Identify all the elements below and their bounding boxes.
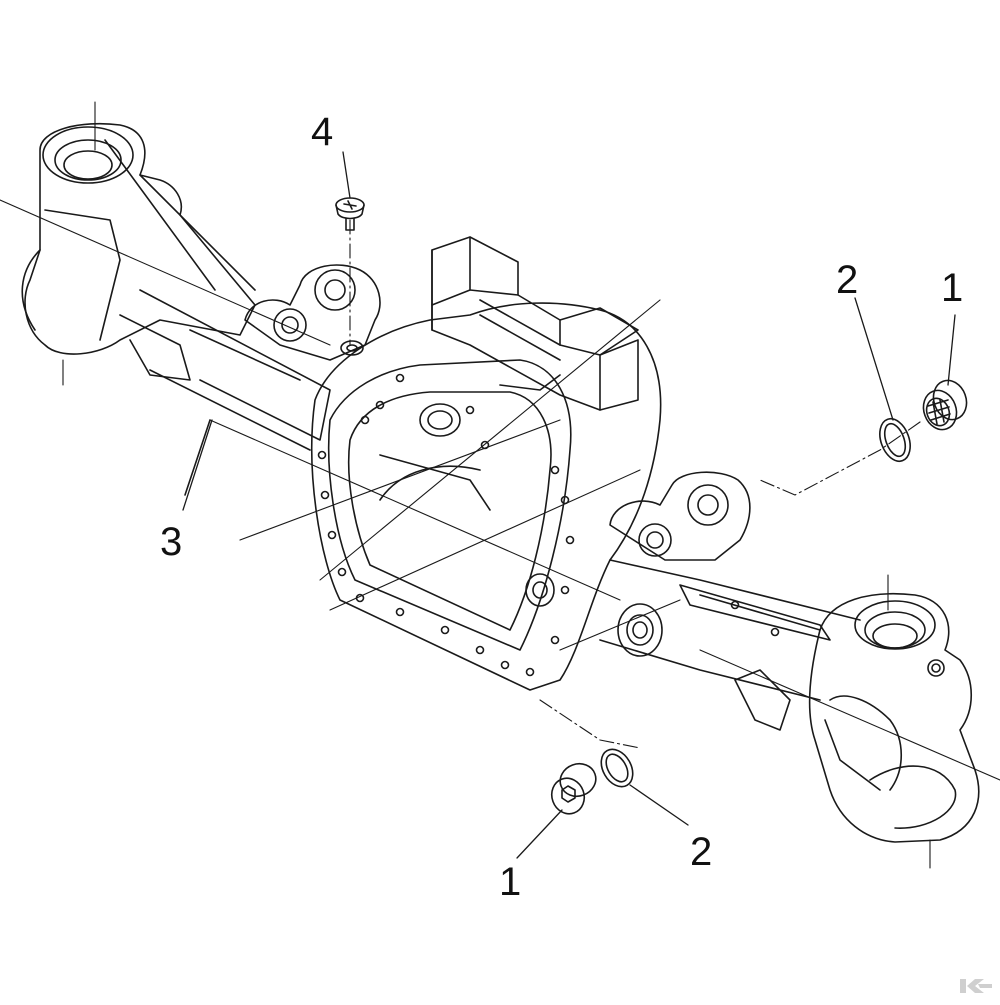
left-mount-lugs [244, 264, 381, 361]
right-spindle-housing [808, 592, 980, 843]
seal-ring-lower [600, 748, 634, 788]
flange-bolt-holes [317, 373, 575, 677]
assembly-lines [349, 219, 921, 749]
plug-upper [922, 379, 968, 431]
left-spindle-housing [21, 122, 256, 381]
k-brand-logo-icon [960, 979, 992, 993]
callout-part-1-upper: 1 [941, 266, 964, 310]
seal-ring-upper [879, 417, 911, 463]
plug-lower [550, 762, 597, 815]
leader-lines [182, 151, 956, 859]
callout-part-4: 4 [311, 110, 334, 154]
pinion-bracket [431, 236, 639, 411]
axis-lines [0, 101, 1000, 869]
callout-part-2-upper: 2 [836, 258, 859, 302]
right-axle-tube [599, 559, 861, 731]
right-mount-lugs [609, 471, 751, 657]
left-axle-tube [139, 289, 331, 496]
callout-part-1-lower: 1 [499, 860, 522, 904]
callout-part-2-lower: 2 [690, 830, 713, 874]
differential-housing [311, 302, 662, 691]
callout-part-3: 3 [160, 520, 183, 564]
